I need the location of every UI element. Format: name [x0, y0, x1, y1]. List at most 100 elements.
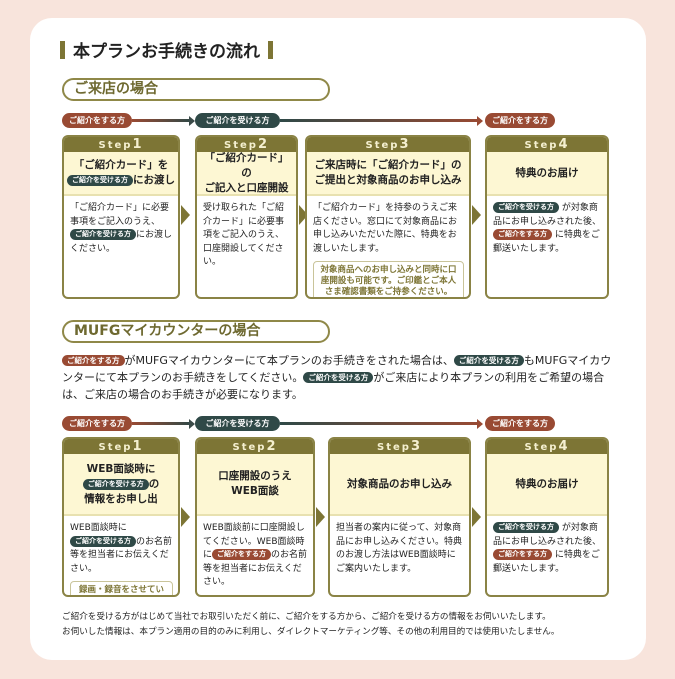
page-title: 本プランお手続きの流れ	[60, 37, 273, 62]
step-label: Step	[98, 442, 133, 453]
flow-line	[280, 119, 480, 122]
step-header: Step2	[197, 137, 296, 152]
step-title-line: ご紹介を受ける方にお渡し	[67, 173, 175, 188]
text-segment: 情報をお申し出	[84, 492, 158, 505]
step-title-line: ご記入と口座開設	[205, 181, 289, 196]
step-label: Step	[524, 140, 559, 151]
next-step-arrow-icon	[181, 205, 190, 225]
referee-pill: ご紹介を受ける方	[82, 478, 149, 490]
step-number: 3	[399, 137, 411, 152]
text-segment: が対象商品にお申し込みされた後、	[493, 203, 602, 227]
flow-line	[280, 422, 480, 425]
step-title-line: 「ご紹介カード」を	[74, 158, 169, 173]
step-label: Step	[524, 442, 559, 453]
text-segment: がご来店により本プランの利用をご希望の場合は、ご来店の場合のお手続きが必要になり…	[62, 371, 605, 401]
flow-arrow-icon	[189, 419, 195, 429]
mufg-intro-text: ご紹介をする方がMUFGマイカウンターにて本プランのお手続きをされた場合は、ご紹…	[62, 352, 612, 403]
flow-referrer-pill: ご紹介をする方	[485, 416, 555, 431]
step-title-line: ご提出と対象商品のお申し込み	[315, 173, 462, 188]
flow-line	[132, 422, 192, 425]
step-body: WEB面談時にご紹介を受ける方のお名前等を担当者にお伝えください。録画・録音をさ…	[64, 516, 178, 595]
text-segment: にお渡しください。	[70, 230, 173, 254]
text-segment: に特典をご郵送いたします。	[493, 230, 600, 254]
step-title-line: 口座開設のうえ	[218, 469, 292, 484]
step-header: Step3	[330, 439, 469, 454]
text-segment: WEB面談	[231, 485, 279, 497]
step-title: WEB面談時にご紹介を受ける方の情報をお申し出	[64, 454, 178, 516]
step-header: Step2	[197, 439, 313, 454]
text-segment: 「ご紹介カード」を	[73, 159, 169, 171]
step-number: 2	[266, 439, 278, 454]
step-label: Step	[377, 442, 411, 453]
referee-pill: ご紹介を受ける方	[493, 202, 559, 213]
flow-referrer-pill: ご紹介をする方	[485, 113, 555, 128]
step-title-line: 特典のお届け	[516, 166, 579, 181]
text-segment: WEB面談前に口座開設してください。WEB面談時に	[203, 523, 305, 560]
text-segment: もMUFGマイカウンターにて本プランのお手続きをしてください。	[62, 354, 612, 384]
footer-note: ご紹介を受ける方がはじめて当社でお取引いただく前に、ご紹介をする方から、ご紹介を…	[62, 612, 551, 622]
text-segment: ご記入と口座開設	[204, 181, 289, 194]
footer-note: お伺いした情報は、本プラン適用の目的のみに利用し、ダイレクトマーケティング等、そ…	[62, 627, 560, 637]
text-segment: WEB面談時に	[70, 523, 127, 533]
referee-pill: ご紹介を受ける方	[70, 229, 136, 240]
text-segment: 受け取られた「ご紹介カード」に必要事項をご記入のうえ、口座開設してください。	[203, 203, 285, 267]
section-label-store: ご来店の場合	[62, 78, 330, 101]
referee-pill: ご紹介を受ける方	[70, 535, 136, 547]
next-step-arrow-icon	[472, 507, 481, 527]
step-title: 「ご紹介カード」をご紹介を受ける方にお渡し	[64, 152, 178, 196]
step-title: 特典のお届け	[487, 152, 607, 196]
step-title-line: WEB面談時に	[87, 462, 156, 477]
step-label: Step	[365, 140, 400, 151]
step-body: 「ご紹介カード」を持参のうえご来店ください。窓口にて対象商品にお申し込みいただい…	[307, 196, 469, 297]
text-segment: 「ご紹介カード」を持参のうえご来店ください。窓口にて対象商品にお申し込みいただい…	[313, 203, 458, 254]
step-body: WEB面談前に口座開設してください。WEB面談時にご紹介をする方のお名前等を担当…	[197, 516, 313, 595]
step-label: Step	[98, 140, 133, 151]
step-number: 1	[132, 137, 144, 152]
text-segment: 「ご紹介カード」の	[204, 151, 289, 179]
step-body: 受け取られた「ご紹介カード」に必要事項をご記入のうえ、口座開設してください。	[197, 196, 296, 274]
step-header: Step1	[64, 439, 178, 454]
text-segment: 特典のお届け	[515, 477, 579, 490]
next-step-arrow-icon	[316, 507, 325, 527]
text-segment: のお名前等を担当者にお伝えください。	[70, 536, 173, 574]
step-title: 「ご紹介カード」のご記入と口座開設	[197, 152, 296, 196]
step-title-line: 情報をお申し出	[84, 492, 158, 507]
referrer-pill: ご紹介をする方	[212, 549, 272, 560]
referrer-pill: ご紹介をする方	[62, 355, 125, 366]
text-segment: がMUFGマイカウンターにて本プランのお手続きをされた場合は、	[124, 354, 454, 367]
referrer-pill: ご紹介をする方	[493, 549, 552, 560]
flow-arrow-icon	[189, 116, 195, 126]
text-segment: 特典のお届け	[515, 166, 579, 179]
step-header: Step4	[487, 137, 607, 152]
title-bar-right	[268, 40, 273, 59]
flow-arrow-icon	[477, 419, 483, 429]
text-segment: が対象商品にお申し込みされた後、	[493, 523, 602, 547]
step-body: ご紹介を受ける方 が対象商品にお申し込みされた後、ご紹介をする方 に特典をご郵送…	[487, 196, 607, 260]
text-segment: 対象商品のお申し込み	[347, 477, 452, 490]
referrer-pill: ご紹介をする方	[493, 229, 552, 240]
referee-pill: ご紹介を受ける方	[303, 372, 374, 383]
footer-notes: ご紹介を受ける方がはじめて当社でお取引いただく前に、ご紹介をする方から、ご紹介を…	[62, 610, 622, 640]
title-bar-left	[60, 40, 65, 59]
flow-referrer-pill: ご紹介をする方	[62, 113, 132, 128]
step-number: 3	[410, 439, 422, 454]
step-card: Step2「ご紹介カード」のご記入と口座開設受け取られた「ご紹介カード」に必要事…	[195, 135, 298, 299]
step-card: Step1「ご紹介カード」をご紹介を受ける方にお渡し「ご紹介カード」に必要事項を…	[62, 135, 180, 299]
step-label: Step	[232, 442, 267, 453]
step-body: ご紹介を受ける方 が対象商品にお申し込みされた後、ご紹介をする方 に特典をご郵送…	[487, 516, 607, 580]
flow-referrer-pill: ご紹介をする方	[62, 416, 132, 431]
flow-referee-pill: ご紹介を受ける方	[195, 113, 280, 128]
text-segment: ご提出と対象商品のお申し込み	[314, 174, 462, 186]
text-segment: の	[148, 477, 160, 490]
step-header: Step4	[487, 439, 607, 454]
section-label-mufg: MUFGマイカウンターの場合	[62, 320, 330, 343]
text-segment: にお渡し	[133, 174, 175, 186]
step-title-line: ご紹介を受ける方の	[82, 477, 160, 492]
step-number: 2	[257, 137, 269, 152]
step-label: Step	[224, 140, 258, 151]
referee-pill: ご紹介を受ける方	[453, 355, 524, 366]
